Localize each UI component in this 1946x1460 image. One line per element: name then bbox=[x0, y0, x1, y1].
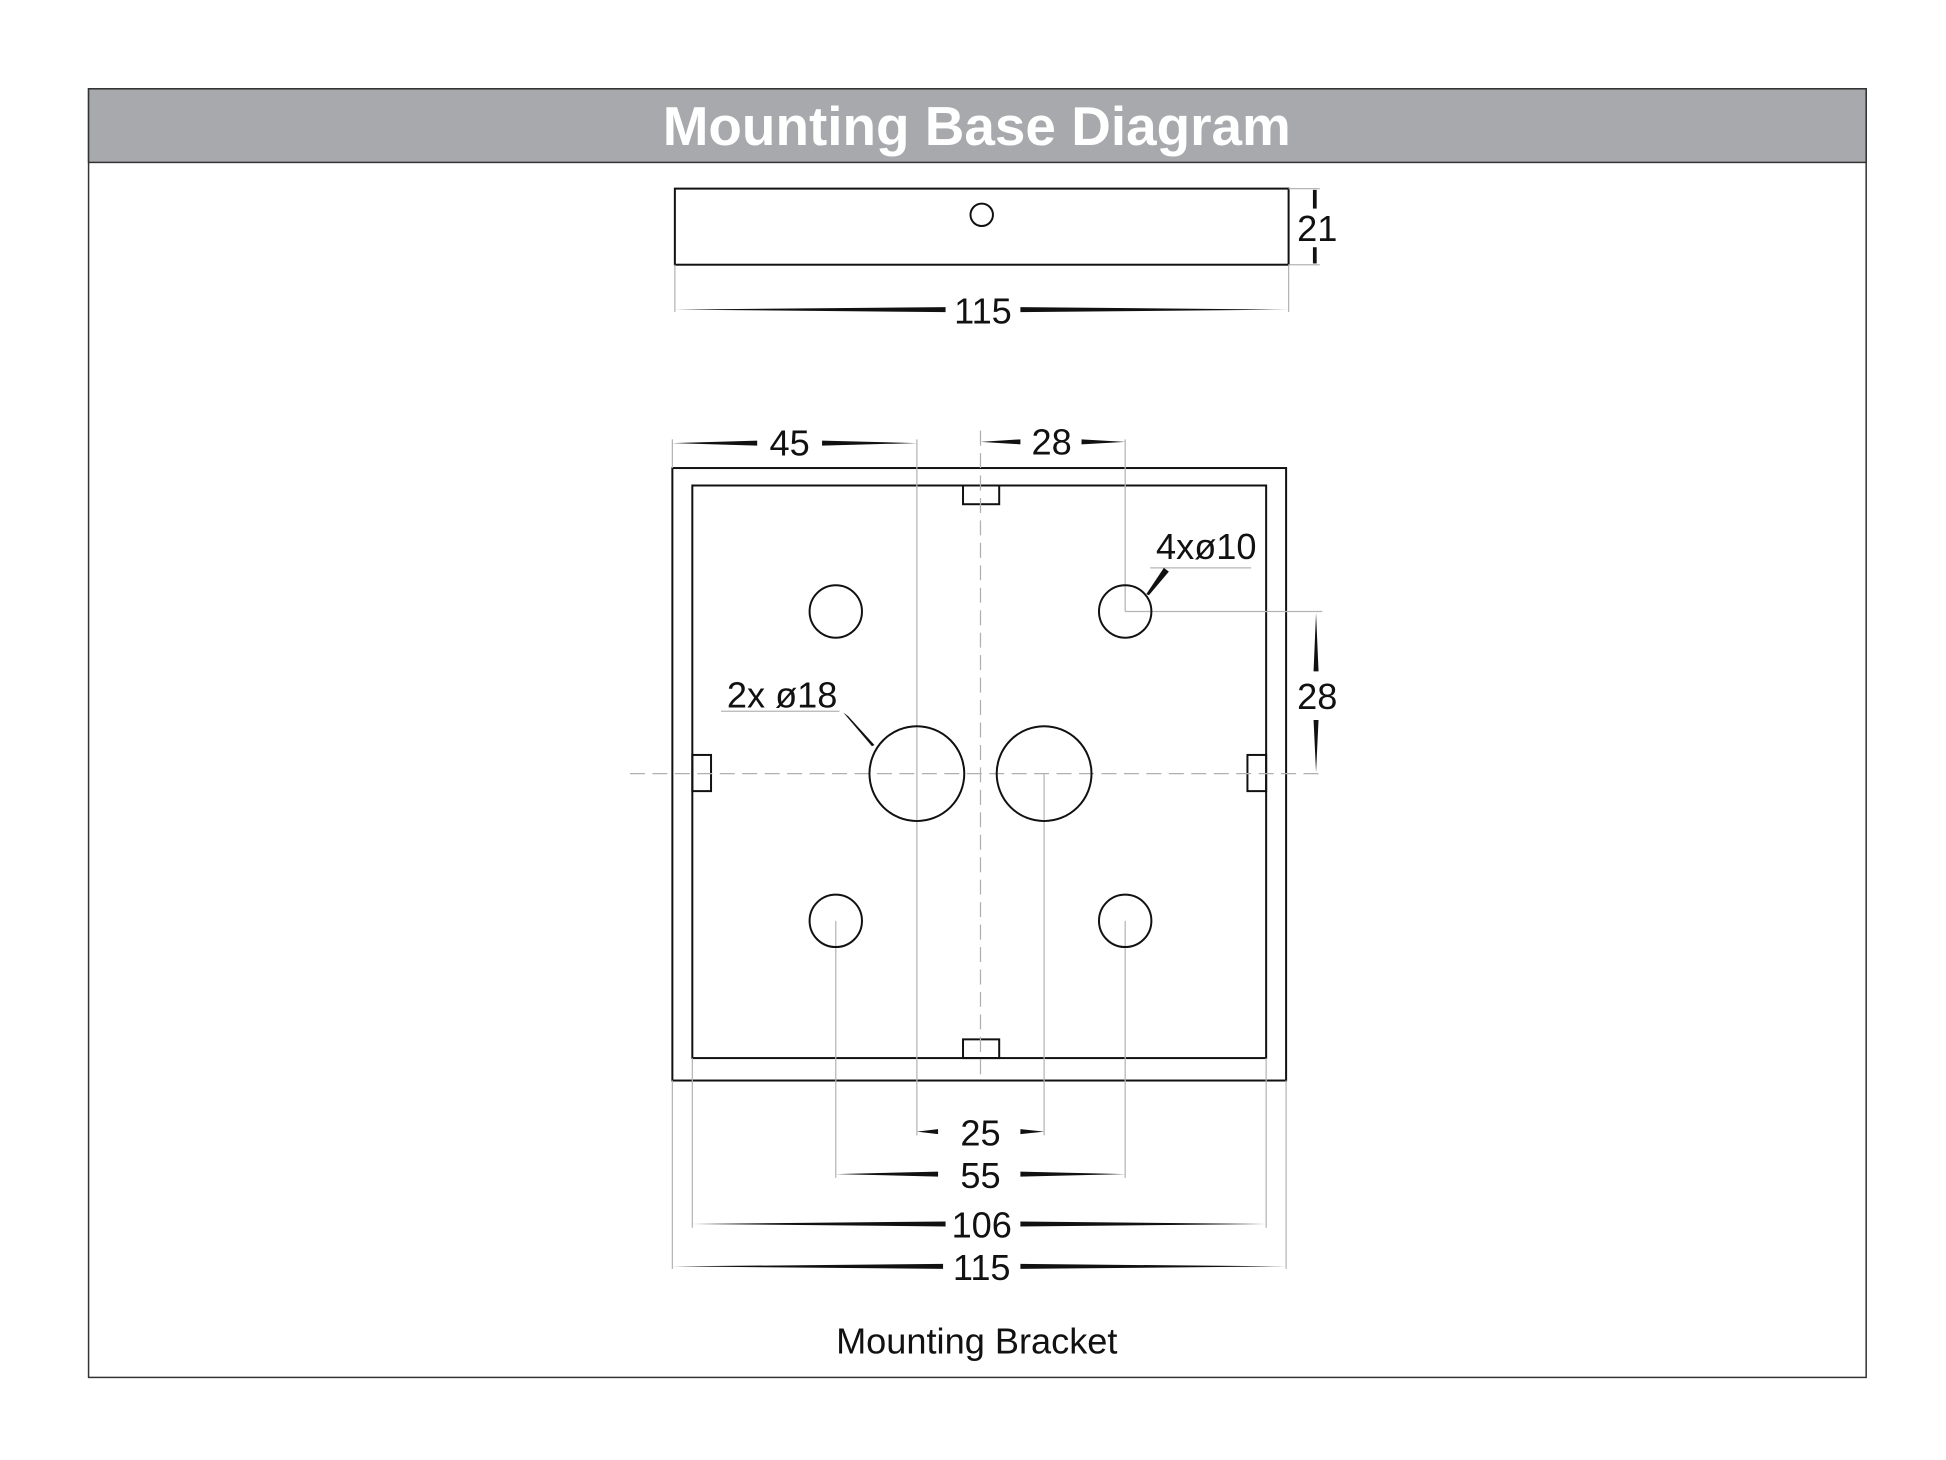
side-view: 21 115 bbox=[673, 187, 1337, 331]
header-band bbox=[87, 88, 1867, 164]
cable-hole-right bbox=[995, 725, 1093, 823]
small-holes-label: 4xø10 bbox=[1156, 526, 1257, 567]
side-height-dimension: 21 bbox=[1297, 208, 1337, 249]
cable-hole-left bbox=[868, 725, 966, 823]
mount-hole-bottom-left bbox=[808, 893, 863, 949]
dimension-106: 106 bbox=[952, 1205, 1012, 1246]
mount-hole-top-left bbox=[808, 584, 863, 639]
plan-view: 4xø10 2x ø18 45 28 28 25 55 106 115 bbox=[629, 421, 1337, 1288]
side-hole bbox=[969, 202, 994, 228]
mount-hole-top-right bbox=[1097, 584, 1153, 639]
side-width-dimension: 115 bbox=[954, 290, 1012, 331]
dimension-28-vertical: 28 bbox=[1297, 676, 1337, 717]
large-holes-label: 2x ø18 bbox=[727, 675, 838, 716]
dimension-55: 55 bbox=[960, 1155, 1000, 1196]
dimension-28-horizontal: 28 bbox=[1031, 421, 1071, 462]
dimension-45: 45 bbox=[770, 423, 810, 464]
drawing-frame bbox=[87, 88, 1867, 1379]
dimension-25: 25 bbox=[960, 1112, 1000, 1153]
dimension-115: 115 bbox=[953, 1247, 1011, 1288]
side-view-body bbox=[673, 187, 1290, 266]
mount-hole-bottom-right bbox=[1097, 893, 1153, 949]
drawing-caption: Mounting Bracket bbox=[836, 1321, 1117, 1362]
page-title: Mounting Base Diagram bbox=[663, 95, 1291, 157]
